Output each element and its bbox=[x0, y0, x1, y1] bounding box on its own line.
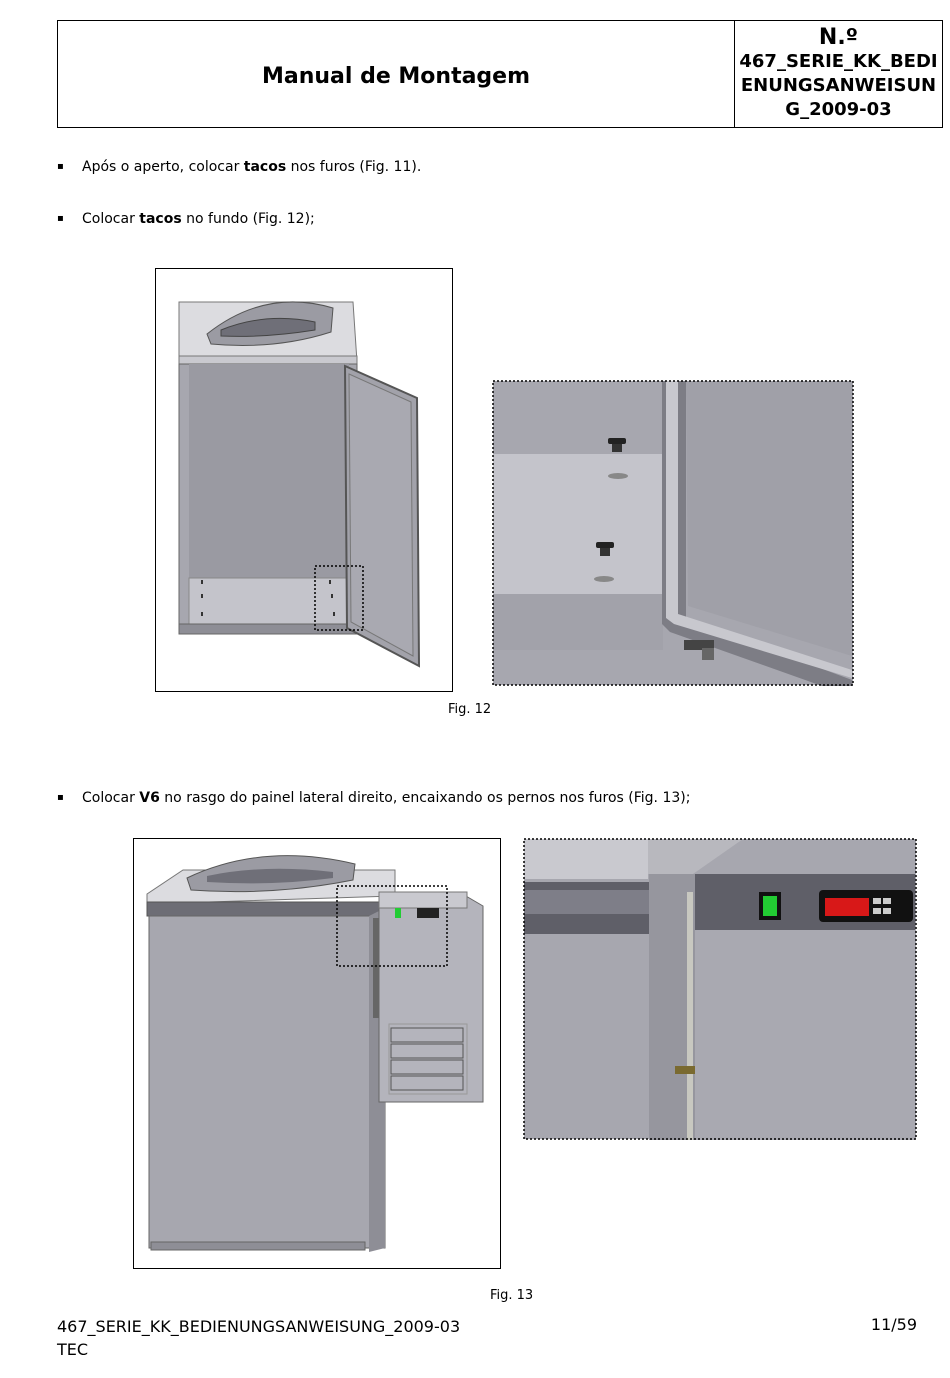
vent-grille bbox=[390, 1027, 464, 1091]
footer-document-info: 467_SERIE_KK_BEDIENUNGSANWEISUNG_2009-03… bbox=[57, 1315, 460, 1361]
number-label: N.º bbox=[818, 25, 859, 50]
document-title: Manual de Montagem bbox=[58, 21, 735, 127]
fig13-caption: Fig. 13 bbox=[490, 1288, 534, 1303]
fig12-cabinet-illustration bbox=[155, 268, 453, 692]
bullet-mark: ▪ bbox=[57, 213, 64, 224]
instruction-item-2: ▪ Colocar tacos no fundo (Fig. 12); bbox=[57, 211, 315, 227]
fig13-detail-controls bbox=[523, 838, 917, 1140]
temperature-display-icon bbox=[819, 890, 913, 922]
bullet-mark: ▪ bbox=[57, 161, 64, 172]
document-header: Manual de Montagem N.º 467_SERIE_KK_BEDI… bbox=[57, 20, 943, 128]
instruction-item-1: ▪ Após o aperto, colocar tacos nos furos… bbox=[57, 159, 422, 175]
footer-doc-code: 467_SERIE_KK_BEDIENUNGSANWEISUNG_2009-03 bbox=[57, 1317, 461, 1336]
power-switch-icon bbox=[759, 892, 781, 920]
footer-department: TEC bbox=[57, 1340, 89, 1359]
plug-icon bbox=[608, 438, 628, 479]
plug-icon bbox=[594, 542, 614, 582]
instruction-item-3: ▪ Colocar V6 no rasgo do painel lateral … bbox=[57, 790, 691, 806]
fig12-caption: Fig. 12 bbox=[448, 702, 492, 717]
fig13-cabinet-illustration bbox=[133, 838, 501, 1269]
document-number-cell: N.º 467_SERIE_KK_BEDIENUNGSANWEISUNG_200… bbox=[735, 21, 942, 127]
bullet-mark: ▪ bbox=[57, 792, 64, 803]
page-number: 11/59 bbox=[870, 1315, 917, 1334]
document-code: 467_SERIE_KK_BEDIENUNGSANWEISUNG_2009-03 bbox=[739, 51, 938, 120]
fig12-detail-plugs bbox=[492, 380, 854, 686]
